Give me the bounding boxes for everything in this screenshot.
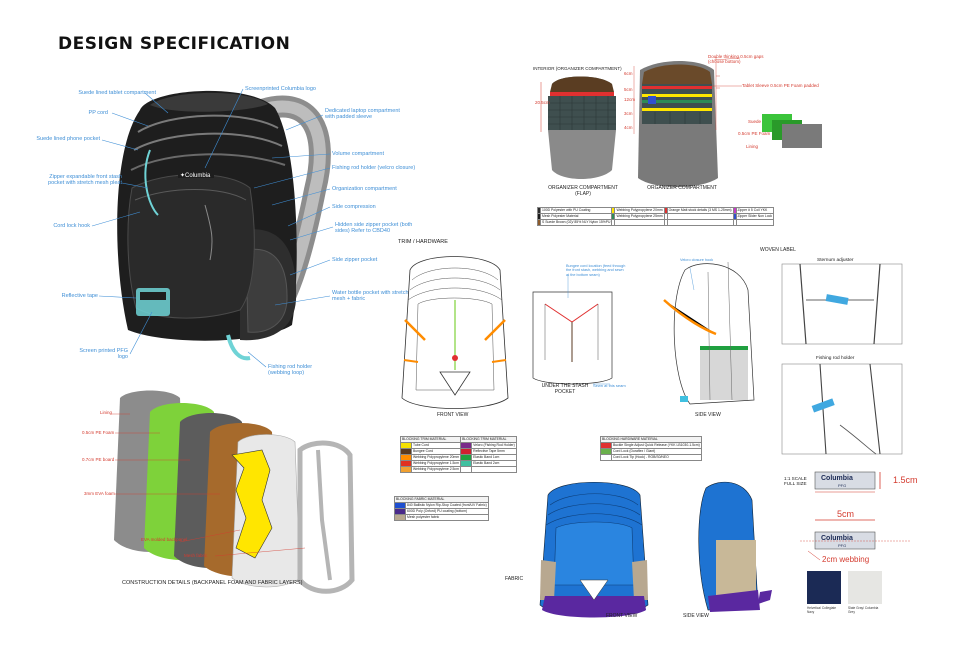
interior-layer-lining: Lining	[746, 144, 759, 149]
interior-layer-foam: 0.5cm PE Foam	[738, 131, 771, 136]
trim-header: TRIM / HARDWARE	[398, 239, 448, 245]
construction-label-eva-backpanel: EVA molded backpanel	[141, 537, 188, 542]
interior-note-top: Double thinking 0.5cm gaps (choose botto…	[708, 54, 764, 64]
interior-dim-4: 3cm	[624, 111, 633, 116]
fabric-table: BLOCKING FABRIC MATERIAL 840 Ballistic N…	[394, 496, 489, 521]
interior-header: INTERIOR (ORGANIZER COMPARTMENT)	[533, 66, 622, 71]
callout-stash-pocket: Zipper expandable front stash pocket wit…	[48, 174, 122, 187]
construction-label-eva-foam: 3mm EVA foam	[84, 491, 115, 496]
table-cell: S Suede Brown (02)/ 85% NLY Nylon 15%PU	[539, 219, 613, 226]
construction-caption: CONSTRUCTION DETAILS (BACKPANEL FOAM AND…	[122, 580, 303, 586]
interior-dim-1: 6cm	[624, 71, 633, 76]
stash-note-bungee: Bungee cord location (feed through the f…	[566, 264, 626, 277]
label-height-dim: 1.5cm	[893, 475, 918, 485]
table-cell: Mesh polyester fabric	[405, 514, 489, 521]
webbing-dim: 2cm webbing	[822, 555, 870, 564]
interior-material-table: 100D Polyester with PU Coating Webbing P…	[537, 207, 775, 226]
fabric-side-caption: SIDE VIEW	[683, 613, 709, 619]
hardware-table: BLOCKING HARDWARE MATERIAL Buckle Single…	[600, 436, 702, 461]
front-view-caption: FRONT VIEW	[437, 412, 469, 418]
callout-pp-cord: PP cord	[88, 110, 108, 116]
rodholder-label: Fishing rod holder	[816, 356, 855, 361]
construction-label-pe-foam: 0.5cm PE Foam	[82, 430, 115, 435]
interior-layer-suede: Suede	[748, 119, 762, 124]
woven-label-header: WOVEN LABEL	[760, 247, 796, 253]
callout-reflective-tape: Reflective tape	[61, 293, 98, 299]
interior-dim-2: 5cm	[624, 87, 633, 92]
swatch-navy-label: Helvetica/ Collegiate Navy	[807, 606, 837, 614]
interior-dim-main: 20.5cm	[535, 100, 550, 105]
callout-tablet-compartment: Suede lined tablet compartment	[78, 90, 156, 96]
callout-rod-holder-velcro: Fishing rod holder (velcro closure)	[332, 165, 416, 171]
side-view-caption: SIDE VIEW	[695, 412, 721, 418]
callout-phone-pocket: Suede lined phone pocket	[36, 136, 100, 142]
interior-note-sleeve: Tablet Sleeve 0.5cm PE Foam padded	[742, 83, 819, 88]
construction-label-pe-board: 0.7cm PE board	[82, 457, 115, 462]
interior-dim-5: 4cm	[624, 125, 633, 130]
table-cell: Cord Lock Tip (Hook) - ROB/S0/NEO	[611, 454, 702, 461]
construction-label-mesh: Mesh fabric	[184, 553, 208, 558]
callout-laptop-compartment: Dedicated laptop compartment with padded…	[325, 108, 400, 121]
callout-rod-holder-webbing: Fishing rod holder (webbing loop)	[268, 364, 313, 377]
interior-caption-flap: ORGANIZER COMPARTMENT (FLAP)	[548, 185, 618, 197]
woven-label-sub-bottom: PFG	[838, 543, 847, 548]
woven-label-sub-top: PFG	[838, 483, 847, 488]
callout-hidden-pocket: Hidden side zipper pocket (both sides) R…	[335, 222, 413, 235]
label-width-dim: 5cm	[837, 509, 855, 519]
callout-side-zipper: Side zipper pocket	[332, 257, 378, 263]
table-cell: Webbing Polypropylene 2.5cm	[410, 466, 462, 473]
stash-note-seam: Sewn at this seam	[593, 383, 626, 388]
callout-organization: Organization compartment	[332, 186, 397, 192]
fabric-header: FABRIC	[505, 576, 524, 582]
swatch	[600, 454, 612, 461]
velcro-note: Velcro closure hook	[680, 258, 714, 262]
stash-caption: UNDER THE STASH POCKET	[541, 383, 589, 395]
callout-pfg-logo: Screen printed PFG logo	[79, 348, 128, 361]
scale-label: 1:1 SCALE FULL SIZE	[784, 476, 807, 486]
swatch	[394, 514, 406, 521]
swatch-gray-label: Slate Gray/ Columbia Grey	[848, 606, 879, 614]
woven-label-brand-top: Columbia	[821, 475, 853, 482]
sternum-label: Sternum adjuster	[817, 258, 854, 263]
callout-side-compression: Side compression	[332, 204, 376, 210]
fabric-front-caption: FRONT VIEW	[606, 613, 638, 619]
interior-dim-3: 12cm	[624, 97, 636, 102]
callout-volume-compartment: Volume compartment	[332, 151, 384, 157]
callout-cord-lock: Cord lock hook	[53, 223, 90, 229]
callout-columbia-logo: Screenprinted Columbia logo	[245, 86, 316, 92]
svg-text:✦Columbia: ✦Columbia	[180, 172, 211, 179]
interior-caption-main: ORGANIZER COMPARTMENT	[647, 185, 717, 191]
page-title: DESIGN SPECIFICATION	[58, 34, 291, 54]
callout-water-bottle: Water bottle pocket with stretch mesh + …	[332, 290, 409, 303]
woven-label-brand-bottom: Columbia	[821, 535, 853, 542]
construction-label-lining: Lining	[100, 410, 113, 415]
